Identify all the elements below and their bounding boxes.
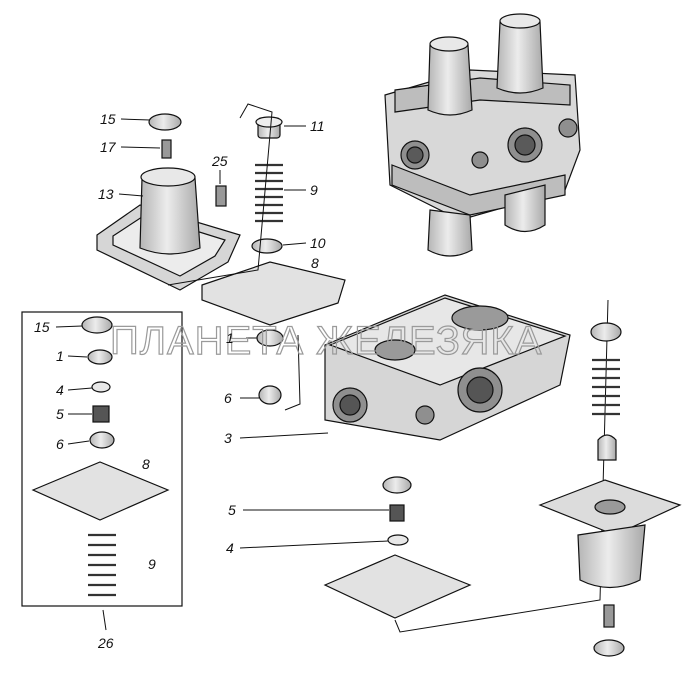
callout-3: 3 — [224, 430, 232, 446]
callout-4-kit: 4 — [56, 382, 64, 398]
callout-15-kit: 15 — [34, 319, 50, 335]
callout-17: 17 — [100, 139, 117, 155]
right-cover-assembly — [538, 322, 682, 657]
assembled-valve — [384, 13, 581, 257]
callout-9-upper: 9 — [310, 182, 318, 198]
callout-11: 11 — [310, 118, 325, 134]
callout-5-kit: 5 — [56, 406, 64, 422]
callout-4-body: 4 — [226, 540, 234, 556]
callout-6-kit: 6 — [56, 436, 64, 452]
valve-body-lower — [256, 294, 609, 633]
upper-cover-assembly — [96, 103, 346, 326]
callout-8-kit: 8 — [142, 456, 150, 472]
callout-25: 25 — [211, 153, 228, 169]
callout-1-kit: 1 — [56, 348, 64, 364]
callout-6-body: 6 — [224, 390, 232, 406]
watermark: ПЛАНЕТА ЖЕЛЕЗЯКА — [110, 319, 542, 363]
callout-1-body: 1 — [226, 330, 234, 346]
callout-26: 26 — [97, 635, 114, 651]
callout-10: 10 — [310, 235, 326, 251]
leader-lines — [55, 118, 389, 631]
callout-8-upper: 8 — [311, 255, 319, 271]
callout-5-body: 5 — [228, 502, 236, 518]
callout-9-kit: 9 — [148, 556, 156, 572]
callout-labels: 15 17 13 25 11 9 10 8 15 1 4 5 6 8 9 26 … — [34, 111, 326, 651]
callout-15: 15 — [100, 111, 116, 127]
callout-13: 13 — [98, 186, 114, 202]
repair-kit-group — [21, 311, 183, 607]
